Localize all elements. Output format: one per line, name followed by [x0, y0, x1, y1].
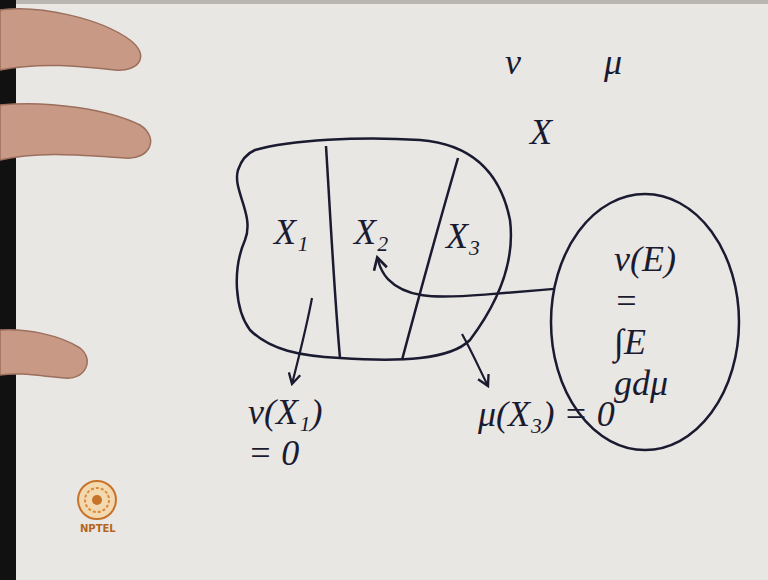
partition-line — [402, 158, 458, 360]
leader-arrow — [462, 334, 488, 386]
measure-symbol: μ — [604, 42, 622, 83]
partition-line — [326, 146, 340, 358]
measure-symbol: ν — [505, 42, 521, 83]
space-outline — [237, 138, 511, 359]
region-label: X₁ — [272, 210, 311, 255]
hand — [0, 9, 151, 378]
watermark: NPTEL — [80, 523, 116, 535]
space-symbol: X — [530, 112, 552, 153]
frame-edge — [0, 0, 16, 580]
note: ν(X₁) = 0 — [248, 392, 322, 475]
pointer-arrow — [377, 257, 554, 296]
note: μ(X₃) = 0 — [478, 394, 615, 435]
formula-text: ν(E) = ∫E gdμ — [614, 239, 676, 405]
paper-edge — [16, 0, 768, 4]
region-label: X₃ — [444, 214, 483, 259]
region-name: X₂ — [354, 212, 389, 253]
leader-arrow — [292, 298, 312, 384]
region-name: X₁ — [274, 212, 309, 253]
region-name: X₃ — [446, 216, 481, 257]
region-label: X₂ — [352, 210, 391, 255]
logo — [78, 481, 116, 519]
